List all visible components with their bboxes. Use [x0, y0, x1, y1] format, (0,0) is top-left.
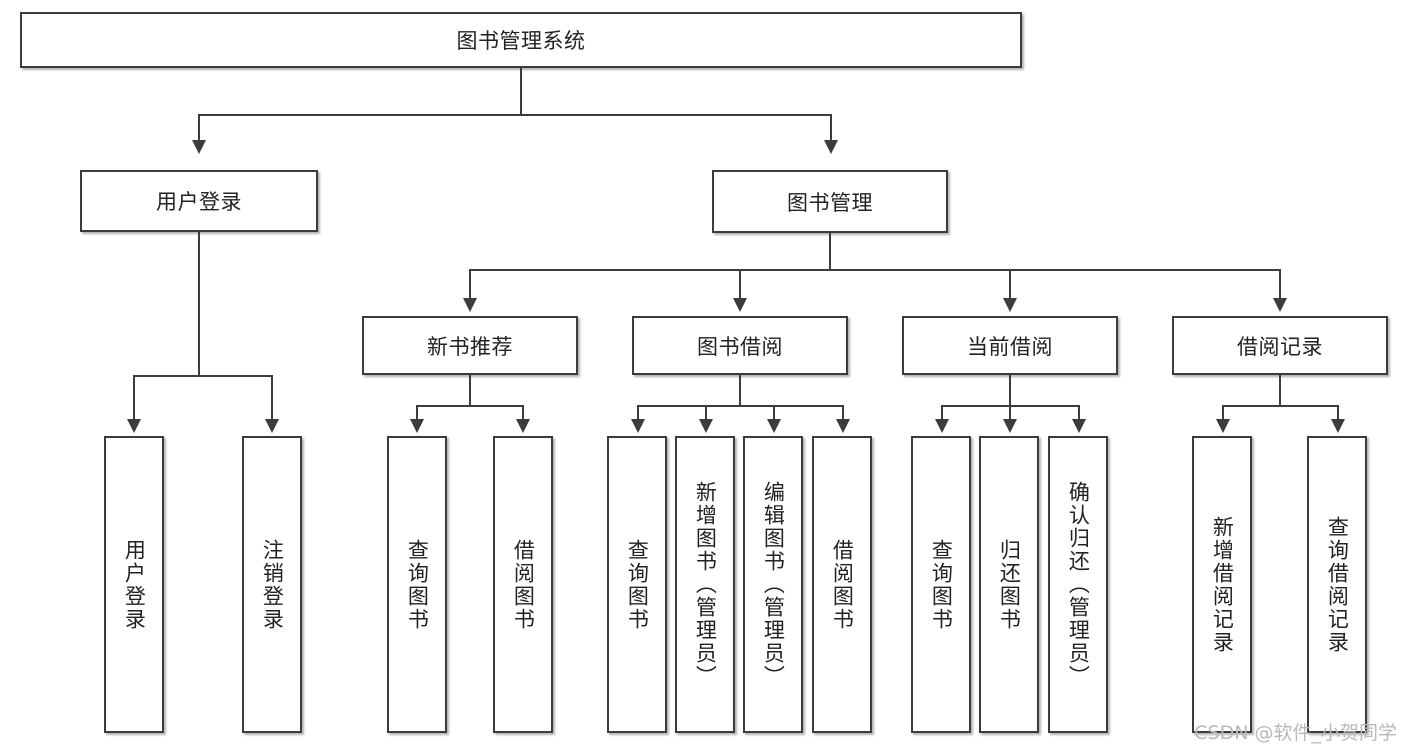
node-borrow-record[interactable]: 借阅记录 — [1172, 316, 1388, 375]
node-current-borrow[interactable]: 当前借阅 — [902, 316, 1118, 375]
node-label: 确认归还（管理员） — [1066, 481, 1091, 688]
connector-current-borrow-leaf-2 — [1009, 405, 1011, 421]
connector-user-login-to-leaf-2 — [271, 375, 273, 421]
node-label: 查询借阅记录 — [1325, 515, 1350, 654]
leaf-borrow-book-recommend[interactable]: 借阅图书 — [493, 436, 553, 733]
connector-book-borrow-stem — [739, 375, 741, 405]
watermark-text: CSDN @软件_小贺同学 — [1194, 722, 1397, 744]
arrowhead-book-borrow-leaf-4 — [836, 419, 850, 433]
connector-bm-to-new-book — [469, 269, 471, 300]
connector-borrow-record-leaf-2 — [1337, 405, 1339, 421]
arrowhead-root-to-book-management — [824, 140, 838, 154]
connector-new-book-leaf-1 — [416, 405, 418, 421]
connector-borrow-record-stem — [1279, 375, 1281, 405]
leaf-user-login[interactable]: 用户登录 — [104, 436, 164, 733]
connector-book-borrow-leaf-3 — [773, 405, 775, 421]
connector-user-login-bus — [133, 375, 271, 377]
leaf-borrow-book[interactable]: 借阅图书 — [812, 436, 872, 733]
leaf-query-book-borrow[interactable]: 查询图书 — [607, 436, 667, 733]
leaf-confirm-return-admin[interactable]: 确认归还（管理员） — [1048, 436, 1108, 733]
connector-bm-to-current-borrow — [1009, 269, 1011, 300]
connector-new-book-stem — [469, 375, 471, 405]
connector-root-to-user-login — [198, 114, 200, 142]
node-label: 编辑图书（管理员） — [761, 481, 786, 688]
connector-bm-to-borrow-record — [1279, 269, 1281, 300]
connector-current-borrow-stem — [1009, 375, 1011, 405]
node-user-login[interactable]: 用户登录 — [80, 170, 318, 232]
connector-book-borrow-leaf-1 — [637, 405, 639, 421]
connector-book-borrow-leaf-2 — [705, 405, 707, 421]
arrowhead-current-borrow-leaf-3 — [1072, 419, 1086, 433]
node-label: 查询图书 — [405, 538, 430, 631]
connector-borrow-record-bus — [1222, 405, 1337, 407]
connector-book-management-stem — [829, 233, 831, 269]
arrowhead-book-borrow-leaf-1 — [631, 419, 645, 433]
leaf-query-book-recommend[interactable]: 查询图书 — [387, 436, 447, 733]
connector-root-to-book-management — [830, 114, 832, 142]
node-label: 借阅记录 — [1237, 334, 1323, 359]
connector-book-borrow-bus — [637, 405, 842, 407]
node-label: 图书借阅 — [697, 334, 783, 359]
connector-user-login-to-leaf-1 — [133, 375, 135, 421]
node-label: 用户登录 — [122, 538, 147, 631]
arrowhead-user-login-leaf-1 — [127, 419, 141, 433]
connector-book-management-bus — [469, 269, 1280, 271]
connector-root-bus — [198, 114, 832, 116]
arrowhead-bm-borrow-record — [1273, 298, 1287, 312]
node-book-management[interactable]: 图书管理 — [712, 170, 948, 233]
node-label: 借阅图书 — [830, 538, 855, 631]
node-label: 用户登录 — [156, 190, 242, 214]
leaf-query-borrow-record[interactable]: 查询借阅记录 — [1307, 436, 1367, 733]
node-label: 查询图书 — [929, 538, 954, 631]
connector-new-book-leaf-2 — [522, 405, 524, 421]
connector-new-book-bus — [416, 405, 522, 407]
arrowhead-bm-book-borrow — [733, 298, 747, 312]
arrowhead-user-login-leaf-2 — [265, 419, 279, 433]
node-label: 新增图书（管理员） — [693, 481, 718, 688]
arrowhead-book-borrow-leaf-2 — [699, 419, 713, 433]
arrowhead-current-borrow-leaf-1 — [935, 419, 949, 433]
arrowhead-root-to-user-login — [192, 140, 206, 154]
node-label: 借阅图书 — [511, 538, 536, 631]
connector-root-stem — [520, 68, 522, 114]
node-label: 新增借阅记录 — [1210, 515, 1235, 654]
arrowhead-current-borrow-leaf-2 — [1003, 419, 1017, 433]
leaf-edit-book-admin[interactable]: 编辑图书（管理员） — [743, 436, 803, 733]
arrowhead-book-borrow-leaf-3 — [767, 419, 781, 433]
leaf-add-borrow-record[interactable]: 新增借阅记录 — [1192, 436, 1252, 733]
arrowhead-bm-current-borrow — [1003, 298, 1017, 312]
node-label: 当前借阅 — [967, 334, 1053, 359]
node-root-book-management-system[interactable]: 图书管理系统 — [20, 12, 1022, 68]
arrowhead-new-book-leaf-1 — [410, 419, 424, 433]
connector-current-borrow-leaf-1 — [941, 405, 943, 421]
leaf-logout[interactable]: 注销登录 — [242, 436, 302, 733]
leaf-add-book-admin[interactable]: 新增图书（管理员） — [675, 436, 735, 733]
node-new-book-recommend[interactable]: 新书推荐 — [362, 316, 578, 375]
arrowhead-borrow-record-leaf-1 — [1216, 419, 1230, 433]
connector-user-login-stem — [198, 232, 200, 375]
arrowhead-borrow-record-leaf-2 — [1331, 419, 1345, 433]
leaf-return-book[interactable]: 归还图书 — [979, 436, 1039, 733]
connector-bm-to-book-borrow — [739, 269, 741, 300]
connector-current-borrow-leaf-3 — [1078, 405, 1080, 421]
node-label: 归还图书 — [997, 538, 1022, 631]
node-label: 注销登录 — [260, 538, 285, 631]
node-label: 图书管理 — [787, 190, 873, 215]
node-label: 图书管理系统 — [456, 29, 586, 53]
arrowhead-bm-new-book — [463, 298, 477, 312]
connector-book-borrow-leaf-4 — [842, 405, 844, 421]
node-label: 查询图书 — [625, 538, 650, 631]
arrowhead-new-book-leaf-2 — [516, 419, 530, 433]
node-label: 新书推荐 — [427, 334, 513, 359]
node-book-borrow[interactable]: 图书借阅 — [632, 316, 848, 375]
leaf-query-book-current[interactable]: 查询图书 — [911, 436, 971, 733]
connector-borrow-record-leaf-1 — [1222, 405, 1224, 421]
